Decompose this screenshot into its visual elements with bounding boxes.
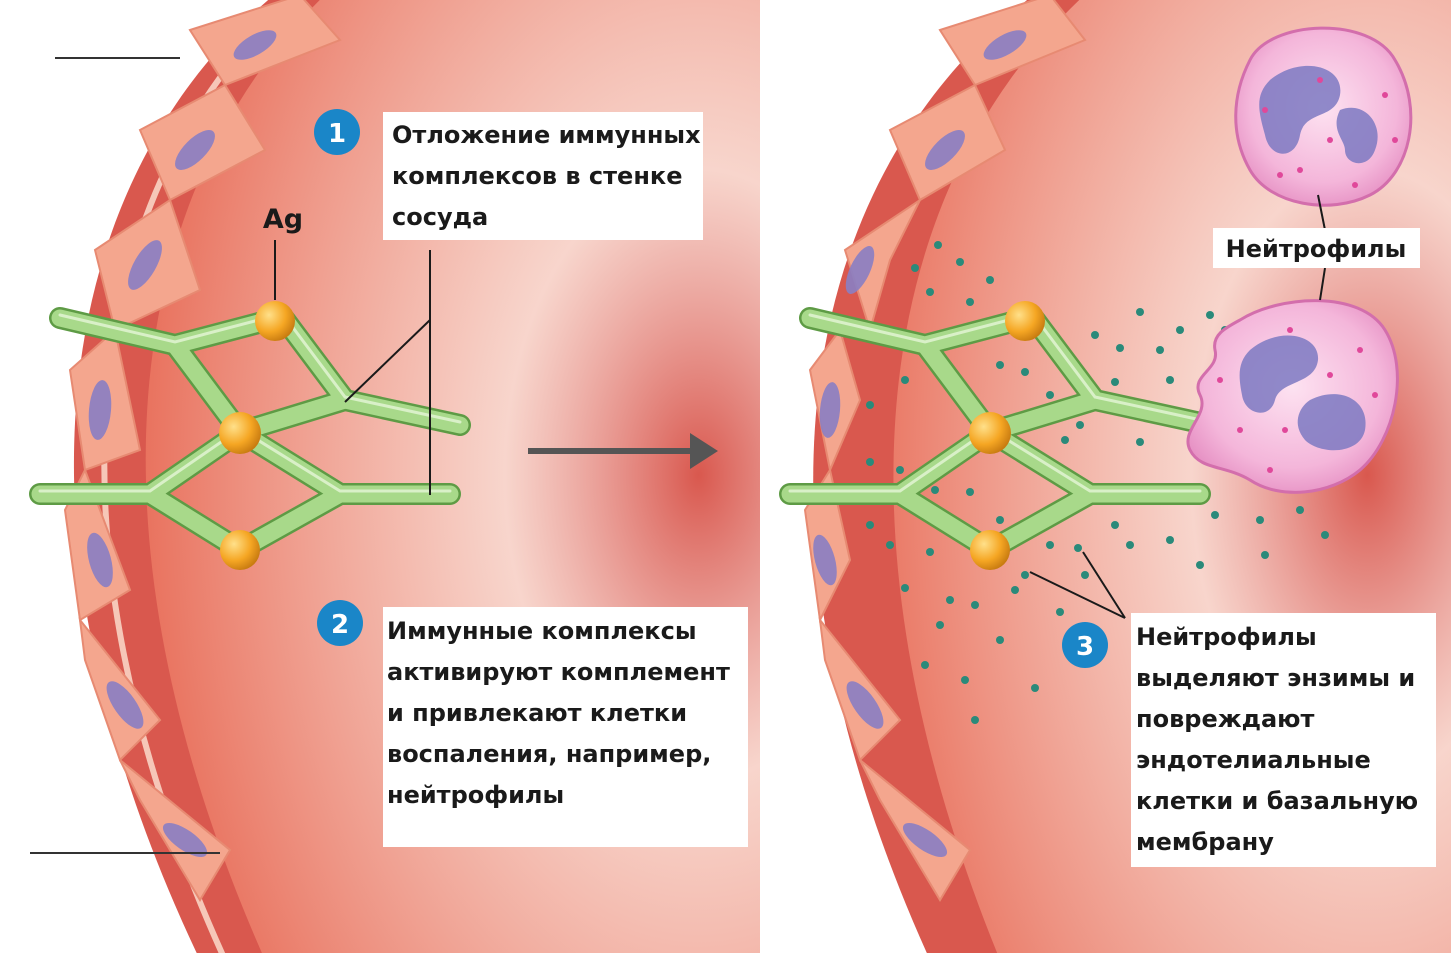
step2-line-4: воспаления, например, xyxy=(387,740,711,768)
step1-line-1: Отложение иммунных xyxy=(392,121,701,149)
antigen-ball xyxy=(219,412,261,454)
step3-line-2: выделяют энзимы и xyxy=(1136,664,1415,692)
right-vessel-panel: Нейтрофилы 3 Нейтрофилы выделяют энзимы … xyxy=(790,0,1451,953)
step2-line-2: активируют комплемент xyxy=(387,658,730,686)
step2-number: 2 xyxy=(331,610,349,640)
step3-line-4: эндотелиальные xyxy=(1136,746,1371,774)
antigen-ball xyxy=(970,530,1010,570)
step3-number: 3 xyxy=(1076,632,1094,662)
step1-line-3: сосуда xyxy=(392,203,488,231)
ag-label: Ag xyxy=(263,204,303,235)
step1-line-2: комплексов в стенке xyxy=(392,162,682,190)
step2-line-5: нейтрофилы xyxy=(387,781,564,809)
antigen-ball xyxy=(220,530,260,570)
antigen-ball xyxy=(1005,301,1045,341)
antigen-ball xyxy=(969,412,1011,454)
neutrophil-label: Нейтрофилы xyxy=(1226,235,1407,263)
step2-line-1: Иммунные комплексы xyxy=(387,617,697,645)
step3-line-1: Нейтрофилы xyxy=(1136,623,1317,651)
step3-line-5: клетки и базальную xyxy=(1136,787,1418,815)
neutrophil-cell-top xyxy=(1236,28,1411,205)
step3-line-6: мембрану xyxy=(1136,828,1274,856)
left-vessel-panel: Ag 1 Отложение иммунных комплексов в сте… xyxy=(30,0,760,953)
step2-line-3: и привлекают клетки xyxy=(387,699,687,727)
step3-line-3: повреждают xyxy=(1136,705,1315,733)
step1-number: 1 xyxy=(328,119,346,149)
antigen-ball xyxy=(255,301,295,341)
